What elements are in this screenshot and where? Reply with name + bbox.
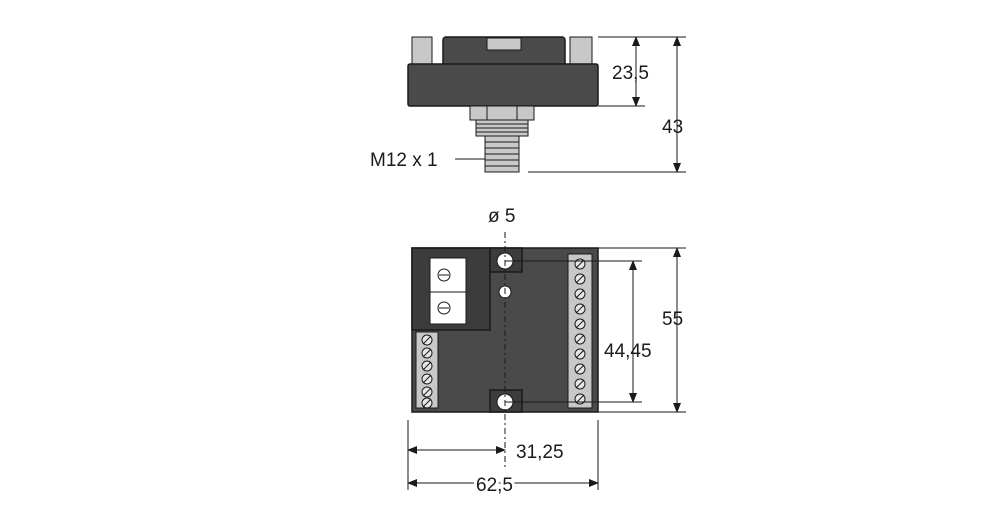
side-housing [407,63,599,107]
side-rib-right [569,36,593,66]
front-view: ø 5 44,45 55 31,25 62,5 [407,206,686,499]
side-top-tab [486,37,522,51]
dim-31-25: 31,25 [516,442,564,463]
rotary-switch-1 [429,257,467,293]
side-rib-left [411,36,433,66]
dim-43: 43 [662,117,683,138]
dim-55: 55 [662,309,683,330]
rotary-switch-2 [429,291,467,325]
side-view: 23,5 43 M12 x 1 [370,36,686,173]
terminal-screws-right [574,258,586,405]
dim-62-5: 62,5 [476,475,513,496]
dim-hole-diameter: ø 5 [488,206,515,227]
dim-23-5: 23,5 [612,63,649,84]
dim-44-45: 44,45 [604,341,652,362]
side-hex-nut [469,105,535,121]
terminal-screws-left [421,334,433,409]
thread-label: M12 x 1 [370,150,438,171]
